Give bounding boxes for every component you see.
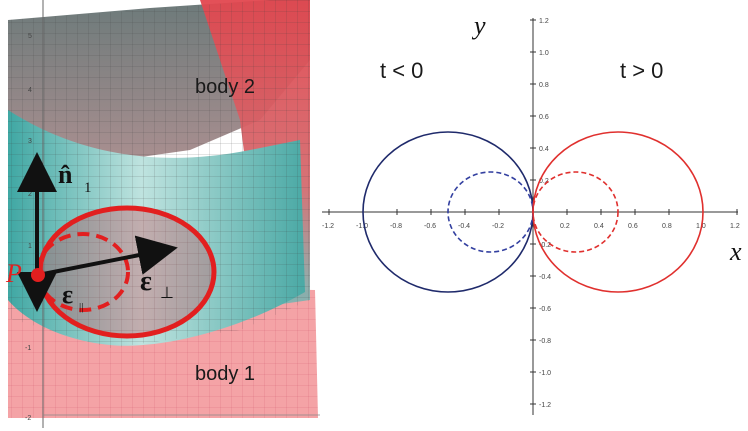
contact-ellipse-dashed	[36, 232, 130, 312]
x-tick-label: 0.4	[594, 223, 604, 230]
x-tick-label: 0.6	[628, 223, 638, 230]
plot-panel: -1.2 -1.0 -0.8 -0.6 -0.4 -0.2 0.2 0.4 0.6 0.8 1.0 1…	[322, 11, 742, 415]
y-tick-label: 0.4	[539, 146, 549, 153]
point-p-label: P	[5, 259, 22, 288]
y-tick-label: 0.6	[539, 114, 549, 121]
z-tick: 2	[28, 191, 32, 198]
y-tick-label: -0.8	[539, 338, 551, 345]
eps-perp-label: ε	[140, 266, 152, 297]
x-axis-label: x	[729, 237, 742, 266]
x-tick-label: -0.2	[492, 223, 504, 230]
normal-subscript: 1	[84, 180, 92, 196]
right-region-label: t > 0	[620, 58, 663, 83]
x-tick-label: -1.0	[356, 223, 368, 230]
circle-curve	[532, 171, 619, 253]
eps-par-subscript: ||	[79, 301, 83, 313]
y-tick-label: 0.8	[539, 82, 549, 89]
eps-perp-vector	[37, 235, 178, 277]
normal-label: n̂	[58, 160, 73, 189]
y-tick-label: 1.0	[539, 50, 549, 57]
y-tick-label: -1.0	[539, 370, 551, 377]
z-tick: 5	[28, 33, 32, 40]
y-tick-label: -1.2	[539, 402, 551, 409]
y-axis-label: y	[471, 11, 486, 40]
y-tick-label: -0.2	[539, 242, 551, 249]
y-tick-label: 1.2	[539, 18, 549, 25]
z-tick: 3	[28, 138, 32, 145]
z-tick: -2	[25, 415, 31, 422]
z-tick: 1	[28, 243, 32, 250]
x-tick-label: 0.8	[662, 223, 672, 230]
x-tick-label: 0.2	[560, 223, 570, 230]
y-tick-label: -0.4	[539, 274, 551, 281]
x-tick-label: -0.4	[458, 223, 470, 230]
body2-label: body 2	[195, 76, 255, 98]
z-tick: -1	[25, 345, 31, 352]
y-tick-label: -0.6	[539, 306, 551, 313]
point-p	[31, 268, 45, 282]
eps-perp-subscript: ⊥	[160, 285, 174, 302]
x-tick-label: -0.8	[390, 223, 402, 230]
x-tick-label: 1.2	[730, 223, 740, 230]
body1-label: body 1	[195, 363, 255, 385]
x-tick-label: -0.6	[424, 223, 436, 230]
eps-par-label: ε	[62, 280, 73, 309]
z-tick: 4	[28, 87, 32, 94]
surface-panel: 5 4 3 2 1 -1 -2 body 2 body 1 P n̂ 1 ε ⊥…	[5, 0, 320, 428]
left-region-label: t < 0	[380, 58, 423, 83]
x-tick-label: -1.2	[322, 223, 334, 230]
y-tick-label: 0.2	[539, 178, 549, 185]
